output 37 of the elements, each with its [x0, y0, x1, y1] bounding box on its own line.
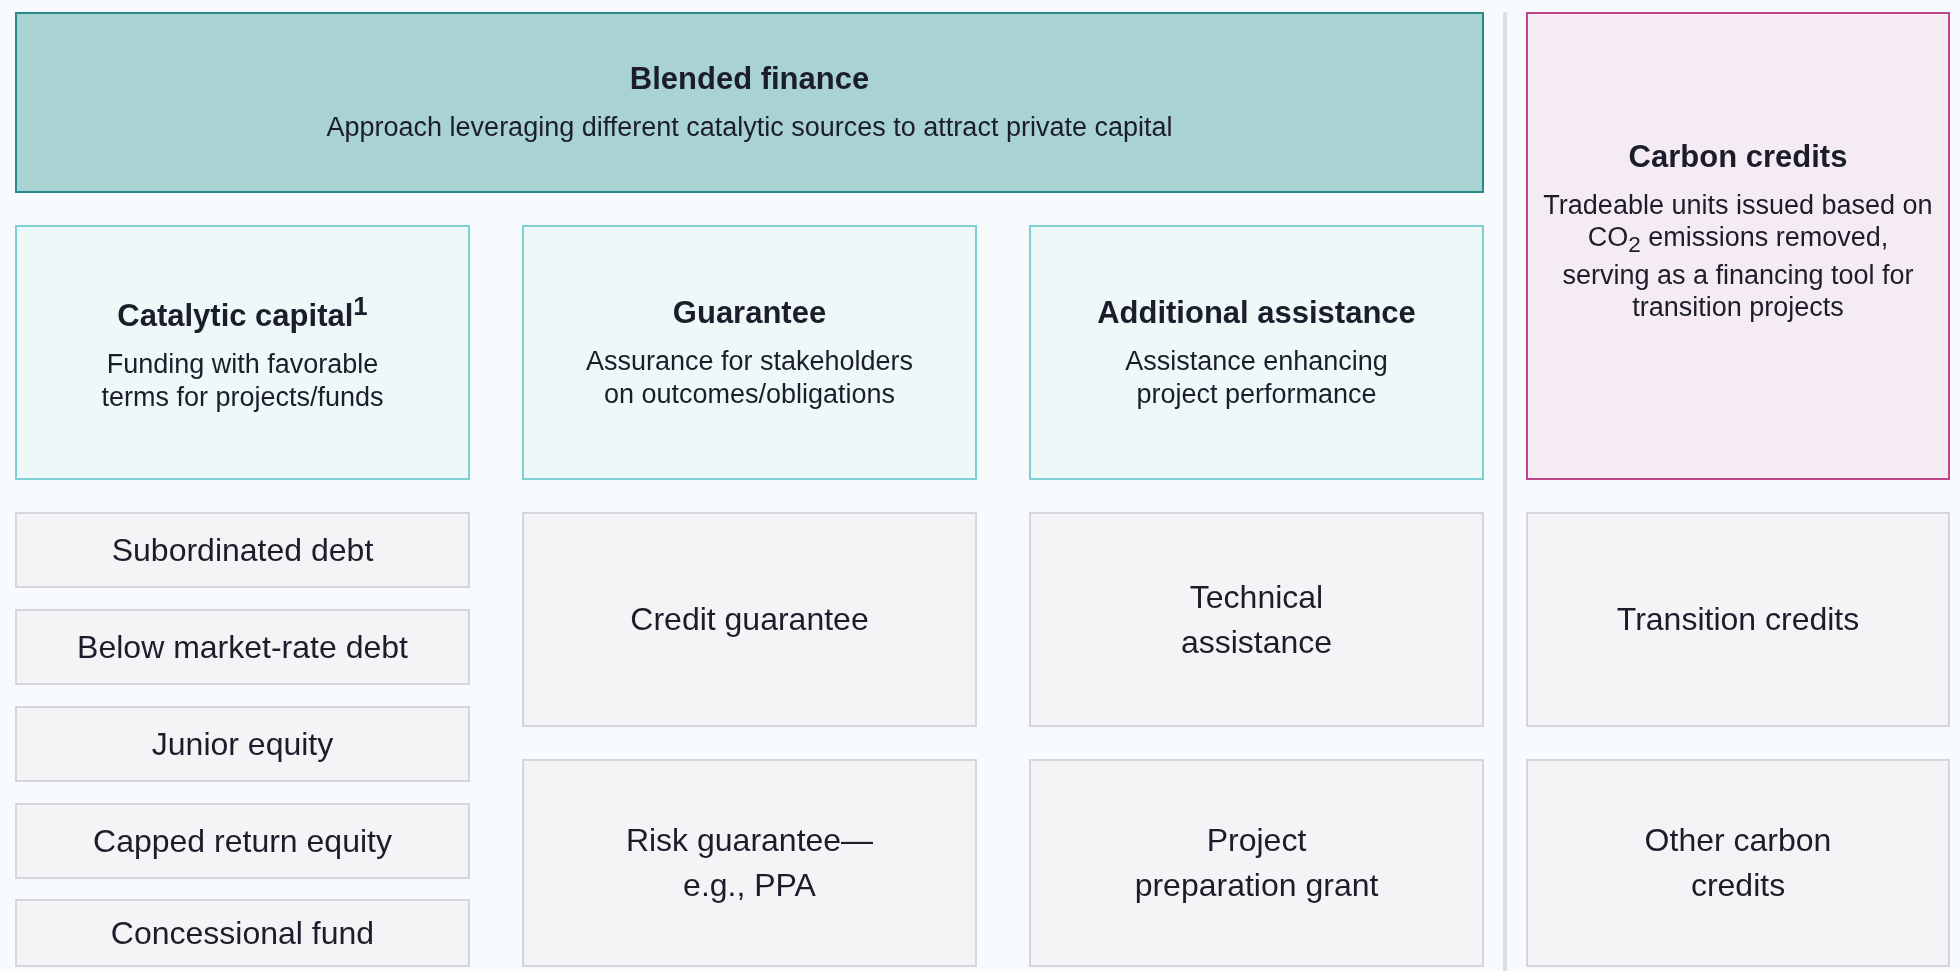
box-description: Funding with favorable terms for projects/funds — [100, 348, 385, 414]
instrument-box — [15, 803, 470, 879]
box-heading: Additional assistance — [1097, 295, 1416, 332]
category-box — [522, 225, 977, 480]
instrument-box — [1029, 512, 1484, 727]
box-description: Assistance enhancing project performance — [1124, 345, 1389, 410]
box-text: Subordinated debt — [111, 530, 374, 570]
box-description: Tradeable units issued based on CO$_{2}$ emissions removed, serving as a financing tool for transition projects — [1542, 189, 1934, 324]
instrument-box — [522, 512, 977, 727]
box-text: Transition credits — [1616, 600, 1860, 640]
box-text: Junior equity — [151, 724, 334, 764]
box-heading: Carbon credits — [1628, 139, 1848, 175]
instrument-box — [15, 512, 470, 588]
header-box — [15, 12, 1484, 193]
instrument-box — [1526, 759, 1950, 967]
category-box — [15, 225, 470, 480]
box-text: Technical assistance — [1179, 577, 1334, 662]
box-text: Other carbon credits — [1643, 821, 1833, 905]
box-description: Assurance for stakeholders on outcomes/obligations — [584, 345, 915, 410]
box-text: Credit guarantee — [630, 600, 869, 640]
category-box — [1029, 225, 1484, 480]
box-text: Project preparation grant — [1133, 821, 1380, 905]
box-heading: Catalytic capital$^{1}$ — [117, 291, 368, 335]
box-text: Risk guarantee— e.g., PPA — [624, 821, 875, 905]
instrument-box — [15, 899, 470, 967]
box-heading: Guarantee — [672, 295, 827, 332]
box-heading: Blended finance — [629, 61, 870, 98]
instrument-box — [15, 706, 470, 782]
instrument-box — [522, 759, 977, 967]
box-text: Concessional fund — [110, 913, 375, 953]
box-description: Approach leveraging different catalytic sources to attract private capital — [326, 111, 1173, 144]
category-box — [1526, 12, 1950, 480]
instrument-box — [15, 609, 470, 685]
box-text: Below market-rate debt — [77, 627, 408, 667]
instrument-box — [1526, 512, 1950, 727]
instrument-box — [1029, 759, 1484, 967]
box-text: Capped return equity — [93, 821, 392, 861]
